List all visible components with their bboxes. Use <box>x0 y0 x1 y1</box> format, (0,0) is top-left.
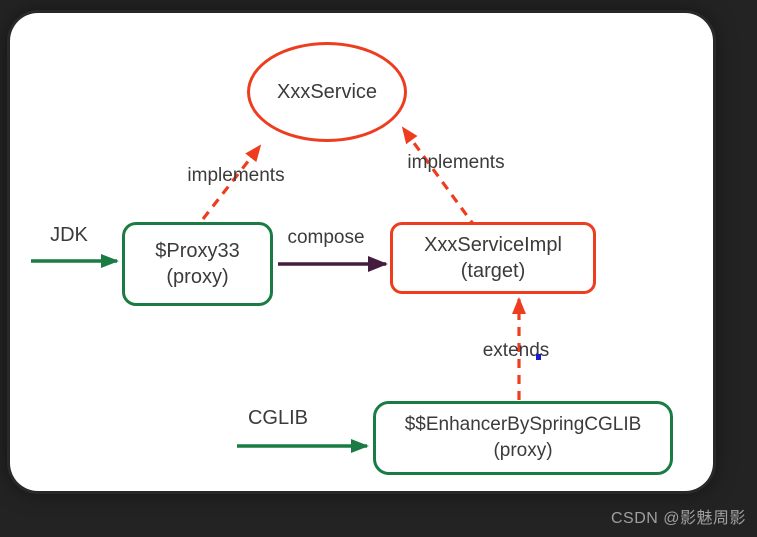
cglib-proxy-name: $$EnhancerBySpringCGLIB <box>404 414 642 435</box>
interface-ellipse: XxxService <box>247 42 407 142</box>
extends-label: extends <box>482 340 550 361</box>
target-role: (target) <box>460 260 526 282</box>
target-name: XxxServiceImpl <box>424 234 562 256</box>
implements-left-label: implements <box>187 165 285 186</box>
target-box: XxxServiceImpl (target) <box>390 222 596 294</box>
cglib-proxy-role: (proxy) <box>493 440 553 461</box>
jdk-proxy-role: (proxy) <box>166 266 229 288</box>
watermark-text: CSDN @影魅周影 <box>610 510 746 527</box>
interface-label: XxxService <box>276 81 378 103</box>
blue-cursor-artifact <box>536 354 541 360</box>
jdk-proxy-name: $Proxy33 <box>155 240 240 262</box>
jdk-proxy-box: $Proxy33 (proxy) <box>122 222 273 306</box>
cglib-proxy-box: $$EnhancerBySpringCGLIB (proxy) <box>373 401 673 475</box>
cglib-label: CGLIB <box>247 407 309 429</box>
compose-label: compose <box>287 227 365 248</box>
implements-right-label: implements <box>407 152 505 173</box>
jdk-label: JDK <box>50 224 88 246</box>
